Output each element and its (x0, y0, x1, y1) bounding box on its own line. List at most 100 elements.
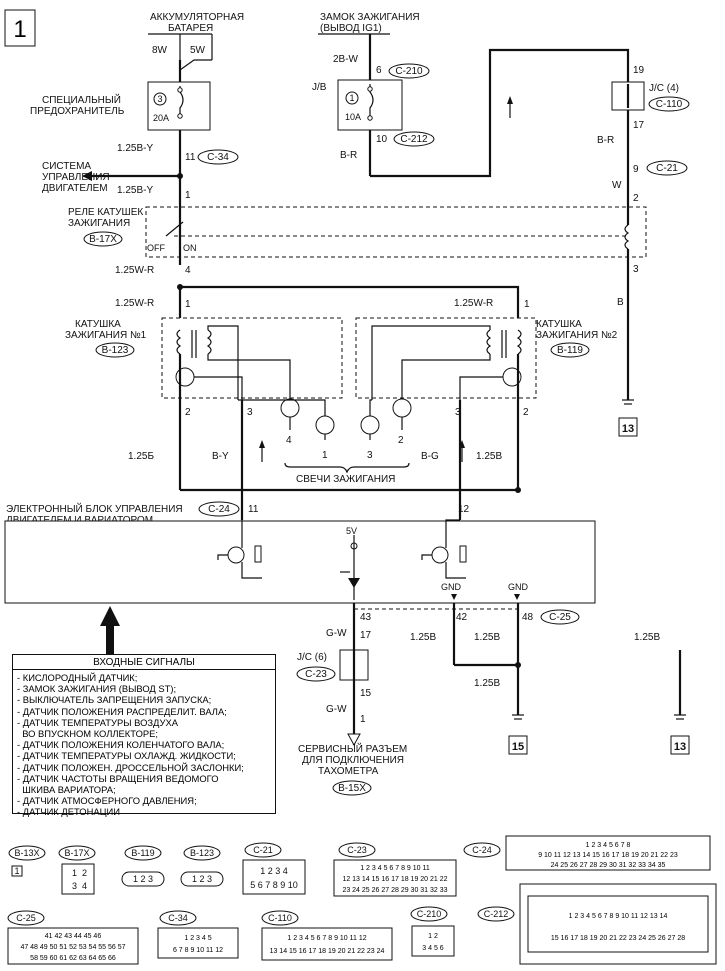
coil2-box (355, 317, 537, 399)
cv-b17x-p4: 4 (82, 881, 87, 891)
page-number-box (4, 9, 36, 47)
cv-c25-r2: 47 48 49 50 51 52 53 54 55 56 57 (20, 944, 125, 951)
conn-b15x: B-15X (338, 783, 366, 794)
wire-br-right: B-R (597, 135, 614, 146)
wire-b: B (617, 297, 624, 308)
coil1-label-2: ЗАЖИГАНИЯ №1 (65, 330, 147, 341)
ecu-5v: 5V (346, 526, 357, 536)
ecu-pin-12: 12 (458, 504, 470, 515)
cv-b119-pins: 1 2 3 (133, 874, 153, 884)
pin-1-relay: 1 (185, 190, 191, 201)
relay-off: OFF (147, 243, 165, 253)
coil1-label-1: КАТУШКА (75, 319, 121, 330)
input-signals-list: - КИСЛОРОДНЫЙ ДАТЧИК;- ЗАМОК ЗАЖИГАНИЯ (… (17, 672, 271, 818)
input-signal-item: - ДАТЧИК АТМОСФЕРНОГО ДАВЛЕНИЯ; (17, 795, 197, 807)
wire-125wr-3: 1.25W-R (454, 298, 493, 309)
special-fuse-label-1: СПЕЦИАЛЬНЫЙ (42, 93, 121, 106)
cv-b17x: B-17X (64, 848, 89, 858)
cv-c210-r2: 3 4 5 6 (422, 945, 444, 952)
cv-c21-r1: 1 2 3 4 (260, 866, 288, 876)
service-line-2: ДЛЯ ПОДКЛЮЧЕНИЯ (302, 755, 404, 766)
ecu-label-1: ЭЛЕКТРОННЫЙ БЛОК УПРАВЛЕНИЯ (6, 502, 183, 515)
special-fuse-num: 3 (157, 94, 162, 104)
cv-c110-r1: 1 2 3 4 5 6 7 8 9 10 11 12 (287, 935, 366, 942)
wire-125b-c: 1.25B (474, 678, 500, 689)
cv-c34: C-34 (168, 913, 188, 923)
cv-b123: B-123 (190, 848, 214, 858)
ground-13-b: 13 (674, 741, 686, 753)
cv-c23-r1: 1 2 3 4 5 6 7 8 9 10 11 (360, 865, 430, 872)
jb-pin-out: 10 (376, 134, 388, 145)
input-arrow (100, 606, 120, 656)
input-signal-item: - ВЫКЛЮЧАТЕЛЬ ЗАПРЕЩЕНИЯ ЗАПУСКА; (17, 694, 212, 706)
input-signal-item: - ДАТЧИК ДЕТОНАЦИИ (17, 806, 121, 818)
page-number: 1 (13, 16, 26, 43)
coil1-box (161, 317, 343, 399)
cv-c210-r1: 1 2 (428, 933, 438, 940)
input-signal-item: - ДАТЧИК ТЕМПЕРАТУРЫ ОХЛАЖД. ЖИДКОСТИ; (17, 750, 236, 762)
coil2-label-2: ЗАЖИГАНИЯ №2 (536, 330, 618, 341)
ecu-gnd-2: GND (508, 582, 529, 592)
ecu-box (4, 520, 596, 604)
pin-11-c34: 11 (185, 152, 196, 163)
pin-17-jc6: 17 (360, 630, 372, 641)
cv-c24-r3: 24 25 26 27 28 29 30 31 32 33 34 35 (551, 862, 666, 869)
engine-ctrl-1: СИСТЕМА (42, 161, 91, 172)
coil1-pin3: 3 (247, 407, 253, 418)
wire-gw-2: G-W (326, 704, 347, 715)
relay-label-1: РЕЛЕ КАТУШЕК (68, 207, 143, 218)
input-signal-item: - ДАТЧИК ЧАСТОТЫ ВРАЩЕНИЯ ВЕДОМОГО (17, 772, 219, 784)
cv-c25: C-25 (16, 913, 36, 923)
ign-switch-title-1: ЗАМОК ЗАЖИГАНИЯ (320, 12, 420, 23)
cv-c212-r1: 1 2 3 4 5 6 7 8 9 10 11 12 13 14 (569, 913, 668, 920)
plug-2: 2 (398, 435, 404, 446)
input-signals-title: ВХОДНЫЕ СИГНАЛЫ (13, 657, 275, 670)
jb-fuse-num: 1 (349, 93, 354, 103)
jc4-label: J/C (4) (649, 83, 679, 94)
wire-125b-left: 1.25Б (128, 451, 154, 462)
battery-title-1: АККУМУЛЯТОРНАЯ (150, 12, 244, 23)
cv-c24-r2: 9 10 11 12 13 14 15 16 17 18 19 20 21 22… (538, 852, 678, 859)
input-signal-item: - ДАТЧИК ТЕМПЕРАТУРЫ ВОЗДУХА (17, 716, 178, 728)
jc4-pin-top: 19 (633, 65, 645, 76)
plug-4: 4 (286, 435, 292, 446)
battery-title-2: БАТАРЕЯ (168, 23, 213, 34)
conn-c23: C-23 (305, 669, 327, 680)
pin-3-relay: 3 (633, 264, 639, 275)
jb-wire-out: B-R (340, 150, 357, 161)
wire-125b-a: 1.25B (410, 632, 436, 643)
input-signal-item: - ЗАМОК ЗАЖИГАНИЯ (ВЫВОД ST); (17, 683, 177, 695)
conn-c210: C-210 (395, 66, 423, 77)
cv-c24-r1: 1 2 3 4 5 6 7 8 (586, 842, 631, 849)
wire-125b-right: 1.25B (476, 451, 502, 462)
coil2-pin3: 3 (455, 407, 461, 418)
input-signal-item: - ДАТЧИК ПОЛОЖЕН. ДРОССЕЛЬНОЙ ЗАСЛОНКИ; (17, 761, 244, 773)
cv-c25-r3: 58 59 60 61 62 63 64 65 66 (30, 955, 116, 962)
cv-c25-r1: 41 42 43 44 45 46 (45, 933, 102, 940)
cv-c23-r2: 12 13 14 15 16 17 18 19 20 21 22 (342, 876, 447, 883)
cv-c21: C-21 (253, 845, 273, 855)
ecu-pin-48: 48 (522, 612, 534, 623)
wire-gw-1: G-W (326, 628, 347, 639)
relay-on: ON (183, 243, 197, 253)
conn-c24: C-24 (208, 504, 230, 515)
conn-c25: C-25 (549, 612, 571, 623)
ecu-internals (217, 519, 467, 600)
cv-c34-r1: 1 2 3 4 5 (184, 935, 211, 942)
ecu-pin-43: 43 (360, 612, 372, 623)
cv-b123-pins: 1 2 3 (192, 874, 212, 884)
wire-125wr-2: 1.25W-R (115, 298, 154, 309)
conn-c212: C-212 (400, 134, 428, 145)
wire-125by-1: 1.25B-Y (117, 143, 153, 154)
plug-3: 3 (367, 450, 373, 461)
pin-4: 4 (185, 265, 191, 276)
pin-1-coil2: 1 (524, 299, 530, 310)
cv-b13x-pin: 1 (14, 866, 19, 876)
relay-label-2: ЗАЖИГАНИЯ (68, 218, 130, 229)
pin-9: 9 (633, 164, 639, 175)
cv-c212-r2: 15 16 17 18 19 20 21 22 23 24 25 26 27 2… (551, 935, 685, 942)
conn-b17x: B-17X (89, 234, 117, 245)
jb-fuse-amps: 10A (345, 112, 361, 122)
coil2-label-1: КАТУШКА (536, 319, 582, 330)
